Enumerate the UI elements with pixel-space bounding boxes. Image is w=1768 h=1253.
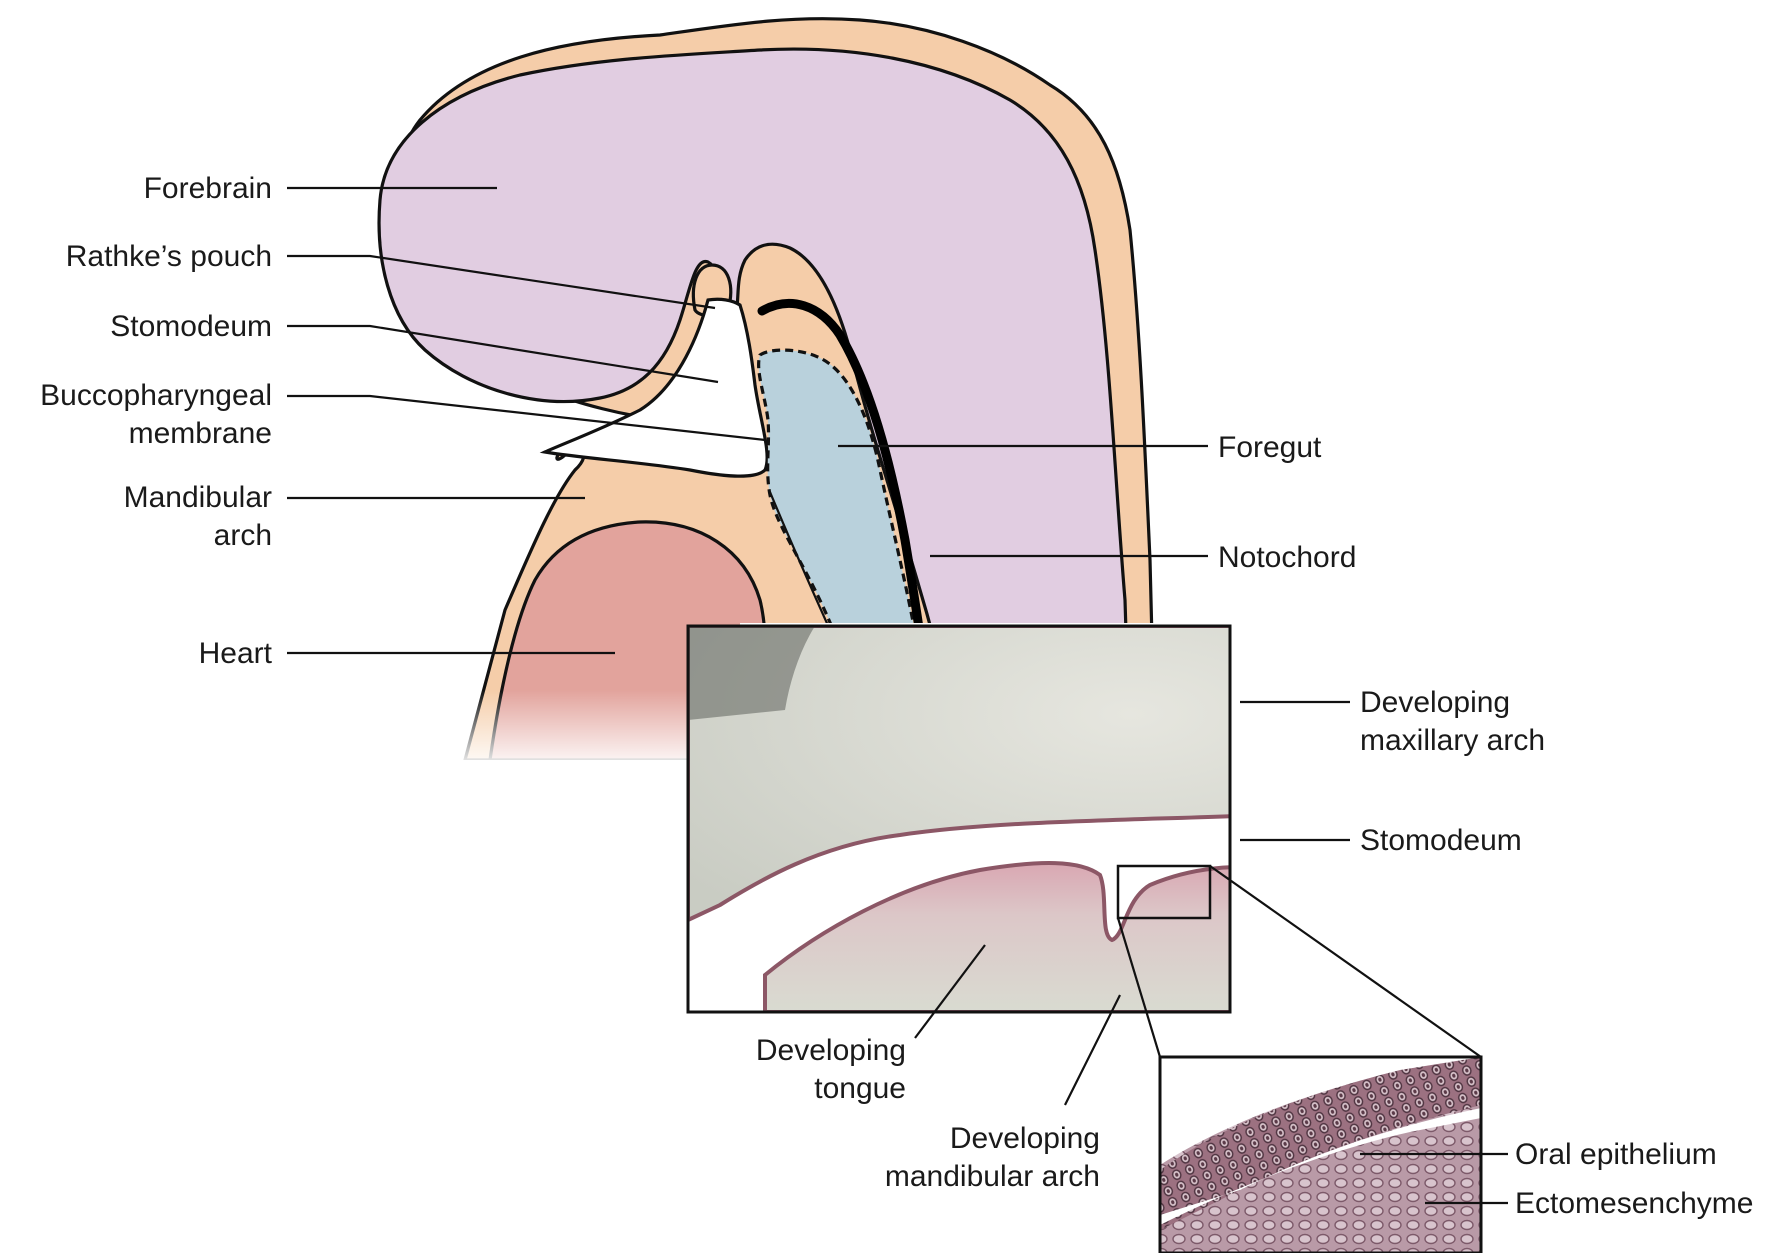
label-oral-epithelium: Oral epithelium xyxy=(1515,1138,1717,1171)
label-heart: Heart xyxy=(199,637,273,670)
label-foregut: Foregut xyxy=(1218,431,1322,464)
label-buccopharyngeal-line1: Buccopharyngeal xyxy=(40,379,272,412)
label-dev-mandibular-line1: Developing xyxy=(950,1122,1100,1155)
label-dev-tongue-line2: tongue xyxy=(814,1072,906,1105)
label-forebrain: Forebrain xyxy=(144,172,272,205)
label-dev-mandibular-line2: mandibular arch xyxy=(885,1160,1100,1193)
label-stomodeum-inset: Stomodeum xyxy=(1360,824,1522,857)
label-buccopharyngeal-line2: membrane xyxy=(129,417,272,450)
label-ectomesenchyme: Ectomesenchyme xyxy=(1515,1187,1753,1220)
label-mandibular-line2: arch xyxy=(214,519,272,552)
label-dev-maxillary-line1: Developing xyxy=(1360,686,1510,719)
label-mandibular-line1: Mandibular xyxy=(124,481,272,514)
label-notochord: Notochord xyxy=(1218,541,1356,574)
label-dev-tongue-line1: Developing xyxy=(756,1034,906,1067)
label-stomodeum: Stomodeum xyxy=(110,310,272,343)
label-dev-maxillary-line2: maxillary arch xyxy=(1360,724,1545,757)
label-rathkes-pouch: Rathke’s pouch xyxy=(66,240,272,273)
